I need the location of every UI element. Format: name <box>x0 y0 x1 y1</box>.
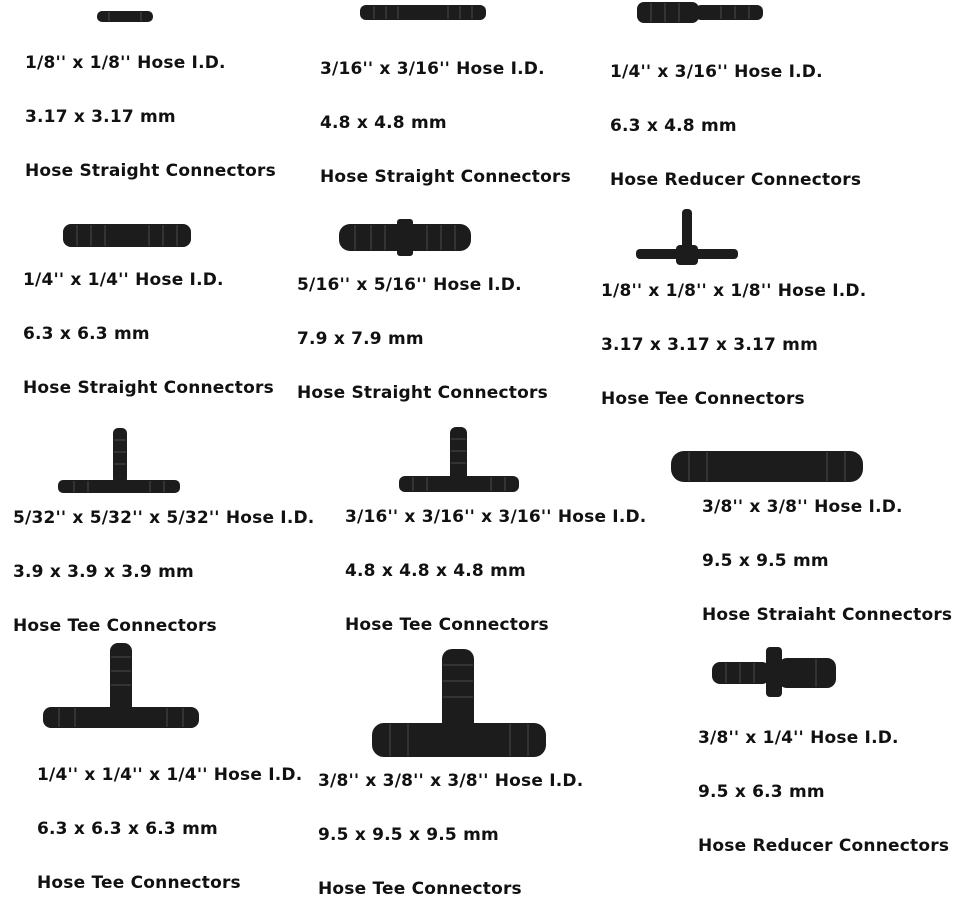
connector-size: 5/16'' x 5/16'' Hose I.D. <box>297 275 522 295</box>
connector-size: 1/4'' x 3/16'' Hose I.D. <box>610 62 823 82</box>
connector-size: 3/16'' x 3/16'' Hose I.D. <box>320 59 545 79</box>
tee-connector-3-8-image <box>372 649 548 761</box>
connector-metric-size: 9.5 x 9.5 x 9.5 mm <box>318 825 499 845</box>
connector-type: Hose Reducer Connectors <box>698 836 950 856</box>
connector-type: Hose Tee Connectors <box>318 879 522 899</box>
connector-type: Hose Straiaht Connectors <box>702 605 953 625</box>
connector-metric-size: 4.8 x 4.8 mm <box>320 113 447 133</box>
connector-size: 1/4'' x 1/4'' Hose I.D. <box>23 270 224 290</box>
connector-type: Hose Straight Connectors <box>320 167 571 187</box>
connector-type: Hose Reducer Connectors <box>610 170 862 190</box>
connector-metric-size: 6.3 x 6.3 mm <box>23 324 150 344</box>
straight-connector-1-8-image <box>97 10 155 24</box>
connector-type: Hose Tee Connectors <box>13 616 217 636</box>
connector-type: Hose Tee Connectors <box>601 389 805 409</box>
tee-connector-3-16-image <box>399 427 521 495</box>
straight-connector-5-16-image <box>339 218 473 258</box>
connector-size: 1/4'' x 1/4'' x 1/4'' Hose I.D. <box>37 765 303 785</box>
tee-connector-1-4-image <box>43 643 201 731</box>
connector-type: Hose Tee Connectors <box>345 615 549 635</box>
connector-metric-size: 9.5 x 6.3 mm <box>698 782 825 802</box>
connector-size: 5/32'' x 5/32'' x 5/32'' Hose I.D. <box>13 508 315 528</box>
connector-metric-size: 9.5 x 9.5 mm <box>702 551 829 571</box>
straight-connector-1-4-image <box>63 223 193 249</box>
connector-metric-size: 3.9 x 3.9 x 3.9 mm <box>13 562 194 582</box>
connector-metric-size: 3.17 x 3.17 x 3.17 mm <box>601 335 818 355</box>
connector-type: Hose Straight Connectors <box>23 378 274 398</box>
connector-type: Hose Tee Connectors <box>37 873 241 893</box>
reducer-connector-3-8-1-4-image <box>712 647 838 699</box>
connector-metric-size: 6.3 x 4.8 mm <box>610 116 737 136</box>
connector-size: 3/8'' x 3/8'' x 3/8'' Hose I.D. <box>318 771 584 791</box>
straight-connector-3-8-image <box>671 450 865 484</box>
connector-type: Hose Straight Connectors <box>297 383 548 403</box>
connector-metric-size: 4.8 x 4.8 x 4.8 mm <box>345 561 526 581</box>
connector-metric-size: 3.17 x 3.17 mm <box>25 107 176 127</box>
tee-connector-1-8-image <box>636 209 740 267</box>
straight-connector-3-16-image <box>360 3 488 23</box>
connector-size: 3/8'' x 1/4'' Hose I.D. <box>698 728 899 748</box>
connector-metric-size: 6.3 x 6.3 x 6.3 mm <box>37 819 218 839</box>
reducer-connector-1-4-3-16-image <box>637 1 765 25</box>
connector-size: 1/8'' x 1/8'' Hose I.D. <box>25 53 226 73</box>
connector-size: 1/8'' x 1/8'' x 1/8'' Hose I.D. <box>601 281 867 301</box>
connector-metric-size: 7.9 x 7.9 mm <box>297 329 424 349</box>
connector-type: Hose Straight Connectors <box>25 161 276 181</box>
connector-size: 3/8'' x 3/8'' Hose I.D. <box>702 497 903 517</box>
connector-size: 3/16'' x 3/16'' x 3/16'' Hose I.D. <box>345 507 647 527</box>
tee-connector-5-32-image <box>58 428 182 496</box>
